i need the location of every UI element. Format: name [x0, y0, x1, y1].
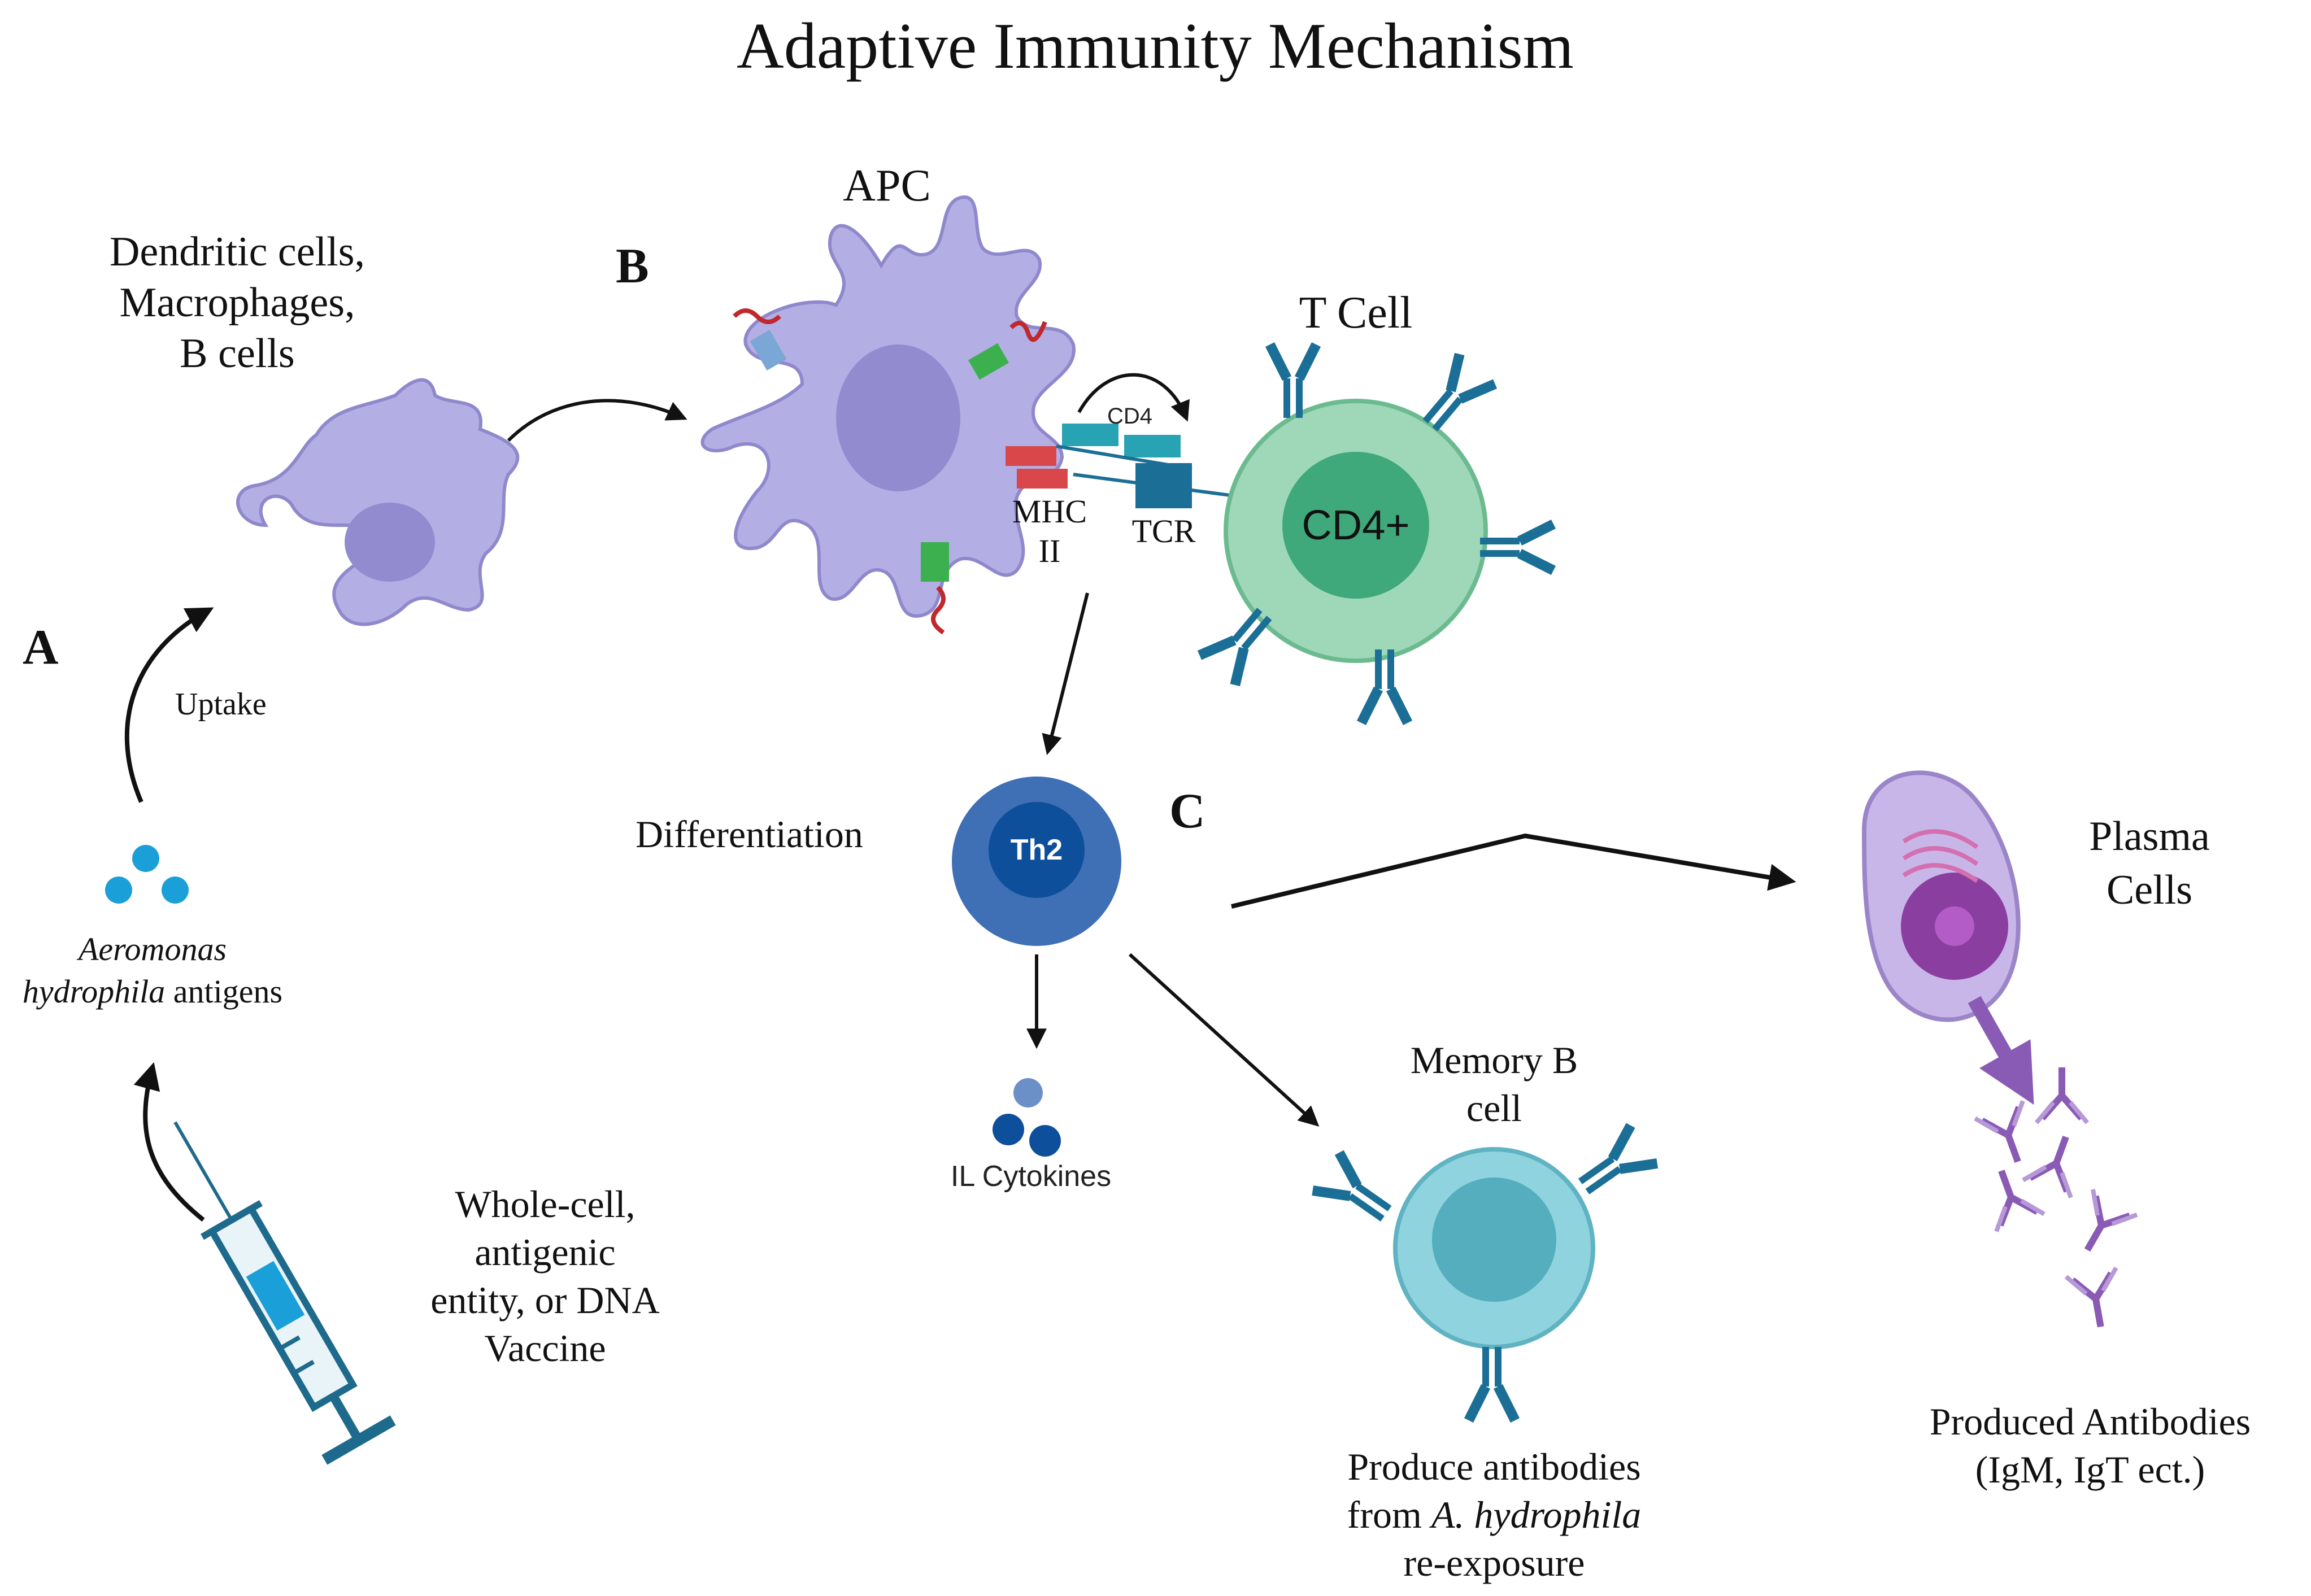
- cd4-small-label: CD4: [1107, 404, 1152, 429]
- svg-text:Dendritic cells,: Dendritic cells,: [110, 229, 365, 275]
- svg-text:Whole-cell,: Whole-cell,: [455, 1183, 635, 1226]
- svg-text:hydrophila antigens: hydrophila antigens: [23, 973, 282, 1010]
- vaccine-label: Whole-cell, antigenic entity, or DNA Vac…: [430, 1183, 659, 1370]
- panel-label-c: C: [1169, 784, 1205, 839]
- apc-label: APC: [843, 161, 931, 211]
- il-cytokines-label: IL Cytokines: [951, 1160, 1111, 1193]
- apc-receptor-blue: [733, 308, 787, 370]
- svg-text:Produce antibodies: Produce antibodies: [1347, 1445, 1640, 1488]
- svg-text:Memory B: Memory B: [1411, 1039, 1578, 1082]
- memory-b-cell: [1393, 1147, 1595, 1349]
- cytokines-group: [993, 1078, 1061, 1157]
- antibody-icon: [2023, 1128, 2090, 1198]
- mhc-label: MHC II: [1012, 493, 1087, 569]
- svg-text:re-exposure: re-exposure: [1404, 1541, 1585, 1584]
- apc-cell: [700, 195, 1076, 618]
- svg-text:Plasma: Plasma: [2089, 813, 2210, 860]
- antigens-group: [105, 845, 189, 904]
- antigen-dot: [132, 845, 159, 872]
- mhc-ii-complex: [1006, 446, 1068, 489]
- plasma-label: Plasma Cells: [2089, 813, 2210, 913]
- memory-nucleus: [1432, 1178, 1556, 1302]
- tcr-molecule: [1073, 463, 1243, 508]
- t-cell: CD4+: [1224, 399, 1488, 663]
- antigen-dot: [162, 877, 189, 904]
- svg-text:Macrophages,: Macrophages,: [119, 280, 355, 326]
- apc-nucleus: [836, 345, 960, 491]
- svg-text:Produced Antibodies: Produced Antibodies: [1930, 1400, 2251, 1443]
- memory-receptor: [1313, 1153, 1400, 1233]
- svg-text:entity, or DNA: entity, or DNA: [430, 1279, 659, 1322]
- th2-label: Th2: [1011, 834, 1063, 866]
- memory-receptor: [1570, 1126, 1657, 1206]
- produce-label: Produce antibodies from A. hydrophila re…: [1347, 1445, 1642, 1584]
- panel-label-a: A: [23, 620, 59, 675]
- cd4-molecule: [1056, 424, 1193, 470]
- t-cell-label: T Cell: [1299, 288, 1413, 338]
- memory-receptor: [1469, 1347, 1515, 1420]
- plasma-cell: [1861, 770, 2021, 1022]
- secretion-arrow: [1968, 996, 2034, 1105]
- th2-cell: Th2: [952, 777, 1121, 946]
- svg-text:MHC: MHC: [1012, 493, 1087, 530]
- cd4-arrow: [1077, 373, 1190, 422]
- arrow-to-memory-b: [1128, 953, 1320, 1127]
- dendritic-label: Dendritic cells, Macrophages, B cells: [110, 229, 365, 377]
- arrow-to-th2: [1042, 592, 1089, 755]
- tcell-receptor: [1270, 345, 1316, 418]
- antigens-label: Aeromonas hydrophila antigens: [23, 931, 282, 1010]
- svg-text:from A. hydrophila: from A. hydrophila: [1347, 1493, 1642, 1536]
- svg-text:antigenic: antigenic: [475, 1231, 615, 1274]
- dendritic-nucleus: [345, 503, 435, 582]
- svg-text:B cells: B cells: [180, 330, 294, 377]
- tcell-receptor: [1480, 524, 1553, 570]
- svg-text:Cells: Cells: [2107, 867, 2192, 913]
- antibody-icon: [2036, 1067, 2087, 1123]
- apc-receptor-green-bottom: [921, 542, 949, 635]
- syringe-icon: [173, 1121, 396, 1465]
- svg-text:II: II: [1039, 533, 1061, 569]
- arrow-to-apc: [507, 399, 687, 442]
- uptake-arrow: [124, 607, 214, 803]
- panel-label-b: B: [616, 239, 649, 294]
- antibody-icon: [1975, 1101, 2042, 1171]
- antibody-icon: [2066, 1268, 2126, 1331]
- antigen-dot: [105, 877, 132, 904]
- apc-receptor-green-top: [968, 321, 1047, 380]
- tcr-label: TCR: [1132, 513, 1196, 550]
- t-cell-nucleus: [1282, 452, 1429, 599]
- diagram-title: Adaptive Immunity Mechanism: [737, 10, 1574, 82]
- vaccine-arrow: [133, 1062, 205, 1222]
- uptake-label: Uptake: [175, 687, 267, 722]
- memory-label: Memory B cell: [1411, 1039, 1578, 1130]
- svg-text:Aeromonas: Aeromonas: [76, 931, 227, 967]
- svg-text:(IgM, IgT ect.): (IgM, IgT ect.): [1975, 1448, 2205, 1491]
- svg-text:Vaccine: Vaccine: [484, 1327, 606, 1370]
- differentiation-label: Differentiation: [636, 813, 863, 856]
- cd4-plus-label: CD4+: [1302, 502, 1409, 548]
- dendritic-cell: [236, 378, 520, 626]
- antibody-icon: [2065, 1189, 2137, 1263]
- produced-antibodies-label: Produced Antibodies (IgM, IgT ect.): [1930, 1400, 2251, 1491]
- svg-text:cell: cell: [1466, 1087, 1522, 1130]
- arrow-to-plasma: [1231, 833, 1796, 909]
